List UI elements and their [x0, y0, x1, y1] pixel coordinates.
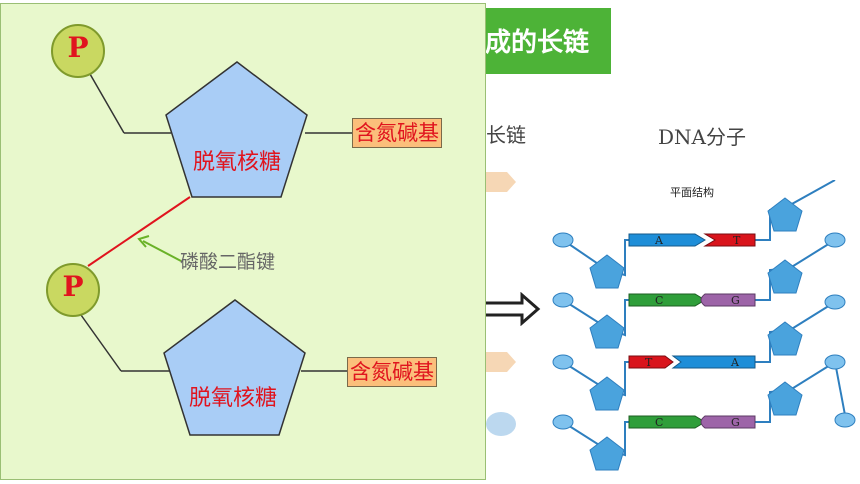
base-right-label: T	[733, 234, 741, 247]
nucleotide-chain-panel: P P 脱氧核糖 脱氧核糖 含氮碱基 含氮碱基 磷酸二酯键	[0, 3, 486, 480]
base-right-label: G	[731, 294, 740, 307]
deoxyribose-pentagon	[165, 61, 308, 198]
orange-arrow-chip	[486, 352, 516, 372]
chain-label: 长链	[486, 123, 526, 147]
base-left-label: A	[654, 234, 664, 247]
base-right-label: G	[731, 416, 740, 429]
base-pair-row: A T	[628, 233, 756, 247]
phosphate-circle	[46, 263, 100, 317]
base-pair-row: T A	[628, 355, 756, 369]
base-pair-row: C G	[628, 293, 756, 307]
nitrogenous-base-box-top: 含氮碱基	[352, 118, 442, 148]
phosphodiester-bond-label: 磷酸二酯键	[180, 251, 276, 273]
base-right-label: A	[730, 356, 740, 369]
orange-arrow-chip	[486, 172, 516, 192]
dna-molecule-label: DNA分子	[658, 125, 746, 149]
nitrogenous-base-box-bottom: 含氮碱基	[347, 357, 437, 387]
double-arrow-icon	[486, 292, 541, 326]
base-left-label: T	[645, 356, 653, 369]
blue-blob	[486, 412, 516, 436]
deoxyribose-pentagon	[163, 299, 306, 436]
phosphate-label-bottom: P	[62, 270, 84, 303]
slide-title-bar: 成的长链	[470, 8, 611, 74]
base-left-label: C	[655, 294, 663, 307]
deoxyribose-label-top: 脱氧核糖	[192, 150, 281, 175]
dna-structure-diagram: A T C G T A C G 平面结构	[552, 179, 856, 471]
nucleotide-chain-diagram	[46, 24, 353, 436]
deoxyribose-label-bottom: 脱氧核糖	[188, 386, 277, 411]
phosphate-label-top: P	[67, 31, 89, 64]
base-left-label: C	[655, 416, 663, 429]
dna-plane-structure: A T C G T A C G 平面结构	[545, 179, 860, 480]
slide-title: 成的长链	[485, 28, 590, 58]
base-pair-row: C G	[628, 415, 756, 429]
phosphodiester-bond-line	[87, 196, 191, 267]
phosphate-circle	[51, 24, 105, 78]
plane-structure-label: 平面结构	[670, 185, 714, 199]
